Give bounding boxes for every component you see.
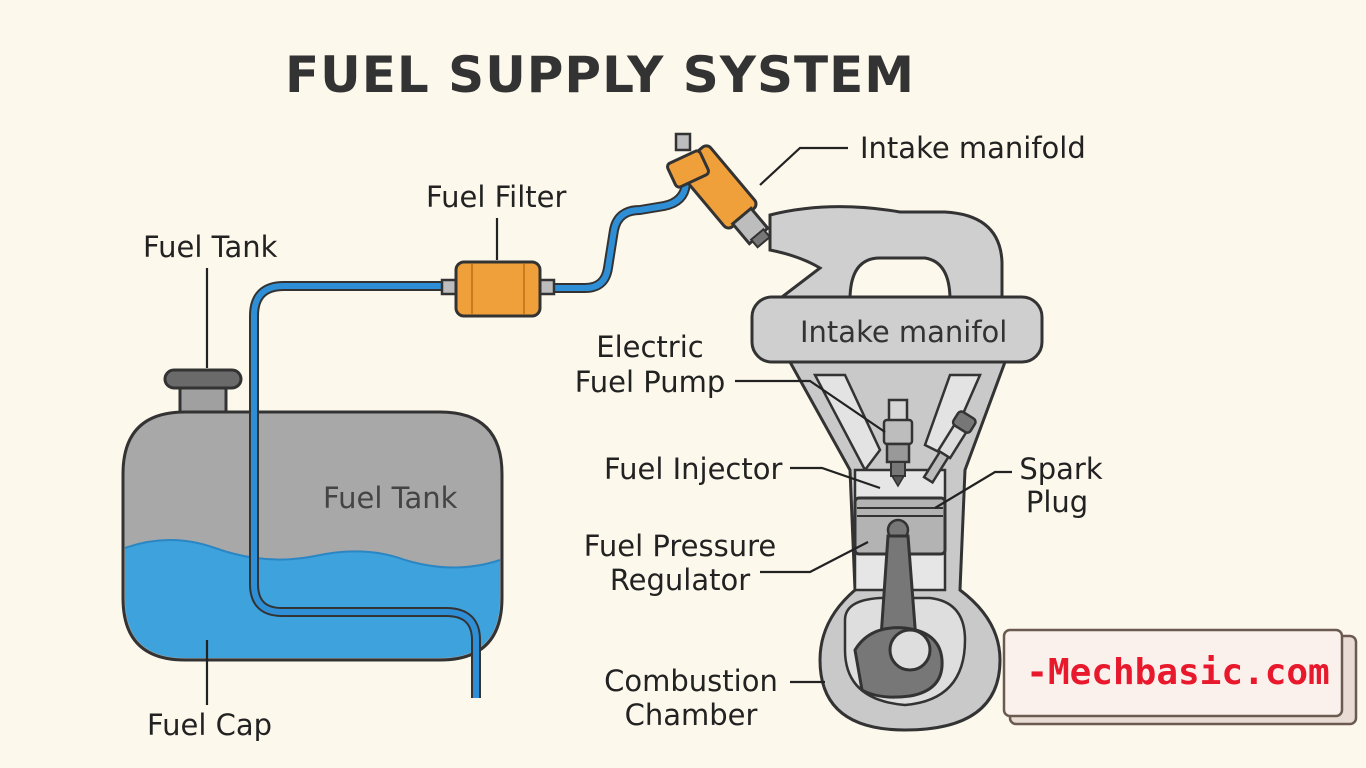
label-electric-fuel-pump-1: Electric <box>596 330 703 364</box>
fuel-line <box>249 183 691 698</box>
label-fuel-cap: Fuel Cap <box>147 708 272 742</box>
label-fuel-filter: Fuel Filter <box>426 180 566 214</box>
label-spark-plug-1: Spark <box>1019 452 1103 486</box>
leader-electric-fuel-pump <box>735 379 886 433</box>
label-electric-fuel-pump-2: Fuel Pump <box>575 365 726 399</box>
label-fuel-tank: Fuel Tank <box>143 230 278 264</box>
leader-spark-plug <box>934 470 1012 509</box>
spark-plug <box>922 410 977 485</box>
label-fuel-pressure-regulator-1: Fuel Pressure <box>584 529 776 563</box>
label-combustion-chamber-2: Chamber <box>625 698 758 732</box>
watermark-text: -Mechbasic.com <box>1026 652 1329 693</box>
fuel-injector <box>882 398 914 488</box>
leader-fuel-pressure-regulator <box>760 541 869 574</box>
label-fuel-pressure-regulator-2: Regulator <box>610 563 750 597</box>
fuel-tank-cap-top <box>163 368 243 390</box>
engine-assembly: Intake manifol <box>750 205 1044 732</box>
leader-intake-manifold <box>759 146 848 186</box>
label-fuel-injector: Fuel Injector <box>604 452 782 486</box>
diagram-title: FUEL SUPPLY SYSTEM <box>285 46 915 104</box>
fuel-filter <box>440 260 556 318</box>
label-intake-manifold: Intake manifold <box>860 131 1086 165</box>
fuel-liquid <box>125 540 500 658</box>
fuel-tank: Fuel Tank <box>121 368 504 662</box>
watermark-badge: -Mechbasic.com <box>1002 628 1358 726</box>
label-combustion-chamber-1: Combustion <box>604 664 778 698</box>
fuel-tank-inside-label: Fuel Tank <box>323 481 458 515</box>
fuel-injector-top <box>666 132 772 249</box>
label-spark-plug-2: Plug <box>1026 485 1088 519</box>
leader-fuel-injector <box>790 466 881 490</box>
fuel-surface-line <box>124 539 501 569</box>
intake-manifold-box-label: Intake manifol <box>800 315 1007 349</box>
